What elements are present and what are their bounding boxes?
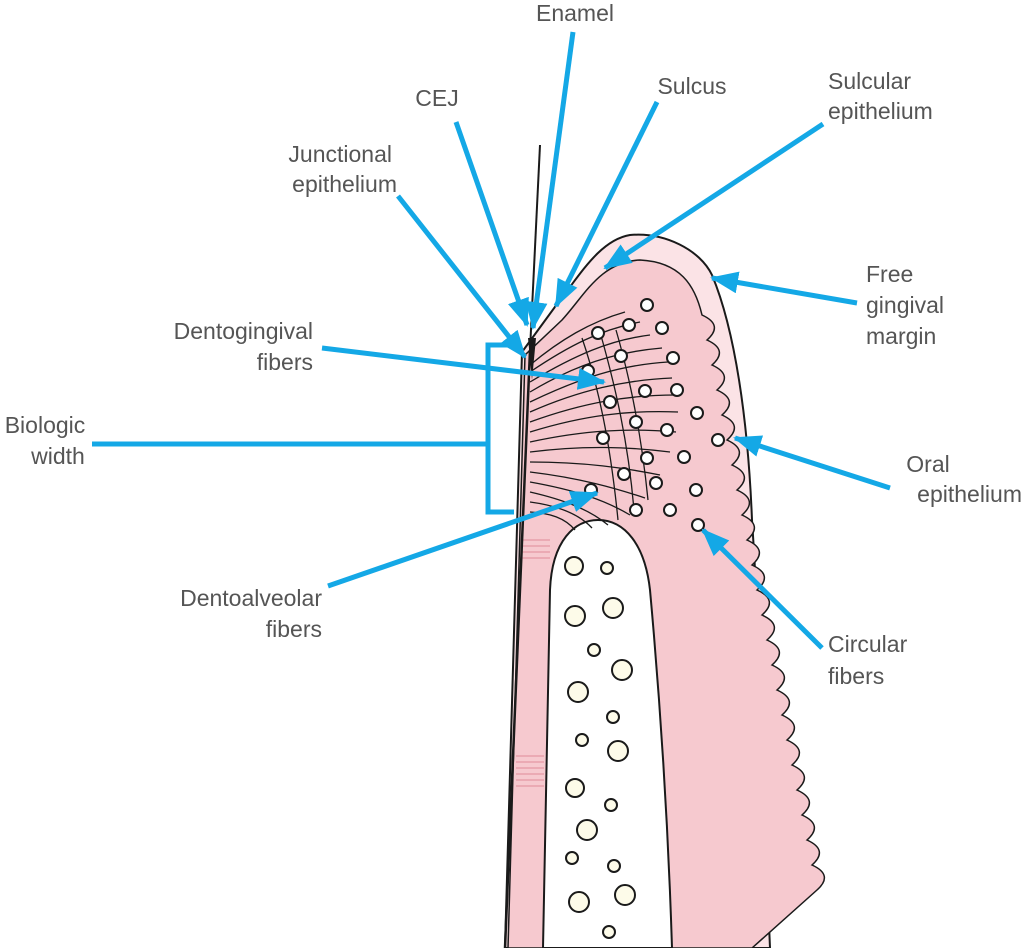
oral-epithelium-pointer xyxy=(733,435,891,491)
junctional-epithelium-pointer xyxy=(396,194,527,359)
label-free-line2: gingival xyxy=(866,292,944,318)
label-sulcular-line1: Sulcular xyxy=(828,68,911,94)
enamel-pointer xyxy=(525,31,576,330)
label-cej: CEJ xyxy=(415,85,458,111)
label-free-line1: Free xyxy=(866,261,913,287)
label-biologic-line2: width xyxy=(30,443,85,469)
circular-fibers-pointer xyxy=(701,528,824,650)
label-circular-line2: fibers xyxy=(828,663,884,689)
alveolar-bone xyxy=(541,518,674,948)
bone-marrow-spaces xyxy=(564,556,636,939)
cej-pointer xyxy=(453,121,530,327)
label-oral-line2: epithelium xyxy=(917,481,1022,507)
label-dentogingival-line1: Dentogingival xyxy=(174,318,313,344)
dentogingival-fibers-pointer xyxy=(321,345,606,390)
sulcular-epithelium-pointer xyxy=(603,121,825,271)
sulcus-pointer xyxy=(553,100,660,308)
label-oral-line1: Oral xyxy=(906,451,949,477)
label-sulcus: Sulcus xyxy=(657,73,726,99)
dentoalveolar-fibers-pointer xyxy=(327,490,599,589)
label-dentoalveolar-line2: fibers xyxy=(266,616,322,642)
labels: Enamel CEJ Sulcus Sulcular epithelium Ju… xyxy=(5,0,1022,689)
label-biologic-line1: Biologic xyxy=(5,412,86,438)
label-sulcular-line2: epithelium xyxy=(828,98,933,124)
label-dentogingival-line2: fibers xyxy=(257,349,313,375)
label-circular-line1: Circular xyxy=(828,631,908,657)
label-junctional-line2: epithelium xyxy=(292,171,397,197)
free-gingival-margin-pointer xyxy=(710,271,858,306)
pointer-arrows xyxy=(92,31,891,650)
ligament-hatch xyxy=(516,539,550,787)
label-dentoalveolar-line1: Dentoalveolar xyxy=(180,585,322,611)
gingival-fibers xyxy=(529,311,679,531)
label-junctional-line1: Junctional xyxy=(288,141,392,167)
label-free-line3: margin xyxy=(866,323,936,349)
label-enamel: Enamel xyxy=(536,0,614,26)
